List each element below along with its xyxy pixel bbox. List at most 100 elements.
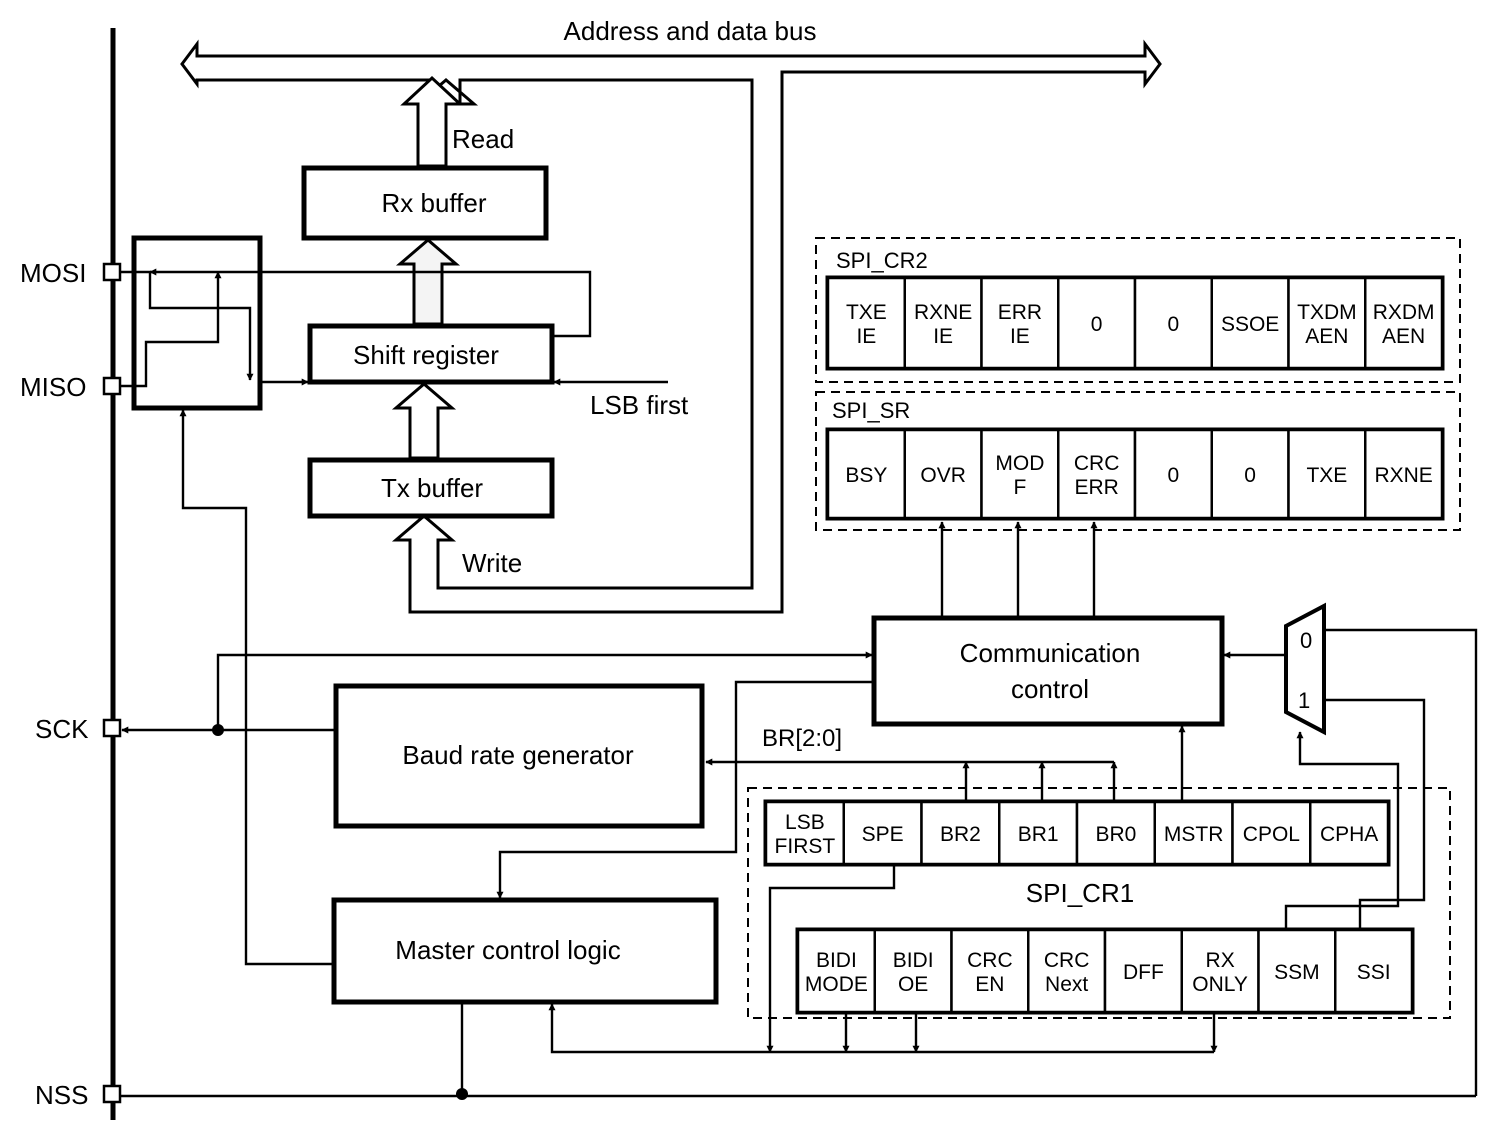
cr2-bit-label: 0 [1091,313,1103,336]
sr-bit-cell [1210,428,1290,520]
sr-bit-label: BSY [845,464,887,487]
master-control-logic: Master control logic [331,897,719,1005]
sr-bit-cell [1364,428,1444,520]
sck-to-cc-arrow [216,651,873,730]
bus-label: Address and data bus [564,16,817,46]
shift-to-rx-arrow [395,238,461,326]
cr1-top-bit-cell [1309,800,1390,866]
tx-to-shift-arrow [391,382,457,460]
pin-nss: NSS [35,1080,122,1110]
spe-to-bus [766,866,896,1053]
shift-register-label: Shift register [353,340,499,370]
pin-sck: SCK [35,714,122,744]
sr-bit-cell [826,428,906,520]
pin-miso: MISO [20,372,122,402]
mux-input-0-label: 0 [1300,628,1312,653]
cr1-top-bit-label: MSTR [1164,823,1224,846]
cr1-top-bit-cell [920,800,1001,866]
sr-bit-label: 0 [1244,464,1256,487]
write-label: Write [462,548,522,578]
cr1-top-bit-cell [1075,800,1156,866]
ssm-to-mux-select [1284,731,1400,928]
tx-buffer-label: Tx buffer [381,473,483,503]
cr2-bit-cell [1133,276,1213,370]
mux: 0 1 [1284,602,1326,736]
pin-switch-box [120,235,592,411]
pin-nss-label: NSS [35,1080,88,1110]
cr1-bottom-bit-cell [1334,928,1414,1014]
cr1-top-bit-cell [1153,800,1234,866]
cr1-bottom-bit-cell [873,928,953,1014]
spi-cr1-label: SPI_CR1 [1026,878,1134,908]
shift-register: Shift register [307,323,555,385]
comm-control-label-2: control [1011,674,1089,704]
sr-bit-label: OVR [920,464,966,487]
read-label: Read [452,124,514,154]
master-control-label: Master control logic [395,935,620,965]
cr2-bit-label: 0 [1168,313,1180,336]
cr1-top-bit-label: CPHA [1320,823,1378,846]
pin-mosi-label: MOSI [20,258,86,288]
sr-bit-cell [1133,428,1213,520]
cr1-top-bit-label: BR1 [1018,823,1059,846]
cr1-top-bit-label: CPOL [1243,823,1300,846]
sr-bit-label: TXE [1306,464,1347,487]
comm-control-label-1: Communication [960,638,1141,668]
rx-buffer-label: Rx buffer [381,188,486,218]
nss-junction-dot [456,1088,468,1100]
cr2-bit-cell [1057,276,1137,370]
sr-bit-label: RXNE [1374,464,1432,487]
lsb-first-label: LSB first [590,390,689,420]
cr1-top-bit-label: SPE [862,823,904,846]
cr1-top-bit-cell [764,800,845,866]
cr1-bottom-bit-label: SSI [1357,961,1391,984]
rx-buffer: Rx buffer [301,165,549,241]
cr2-bit-cell [980,276,1060,370]
cr2-bit-cell [826,276,906,370]
tx-buffer: Tx buffer [307,457,555,519]
cr1-top-bit-cell [1231,800,1312,866]
mcl-to-switch-line [179,409,334,966]
cc-to-mcl-arrow [496,680,872,899]
cr2-bit-cell [1287,276,1367,370]
spi-cr2-label: SPI_CR2 [836,248,928,273]
sr-bit-label: 0 [1168,464,1180,487]
cr1-bottom-bit-cell [796,928,876,1014]
sr-bit-cell [980,428,1060,520]
ssi-to-mux-line [1326,698,1426,928]
cr1-top-bit-label: BR2 [940,823,981,846]
mux-input-1-label: 1 [1298,688,1310,713]
cr1-to-mcl-bus [548,1003,1214,1054]
cr1-bottom-bit-cell [1027,928,1107,1014]
communication-control: Communication control [871,615,1225,727]
pin-miso-label: MISO [20,372,86,402]
cr1-bottom-bit-cell [1257,928,1337,1014]
br-field-label: BR[2:0] [762,725,842,752]
sr-bit-cell [903,428,983,520]
read-arrow [400,75,464,168]
pin-sck-label: SCK [35,714,89,744]
cr2-bit-cell [1210,276,1290,370]
cr1-top-bit-label: BR0 [1095,823,1136,846]
pin-mosi: MOSI [20,258,122,288]
baud-rate-generator: Baud rate generator [333,683,705,829]
